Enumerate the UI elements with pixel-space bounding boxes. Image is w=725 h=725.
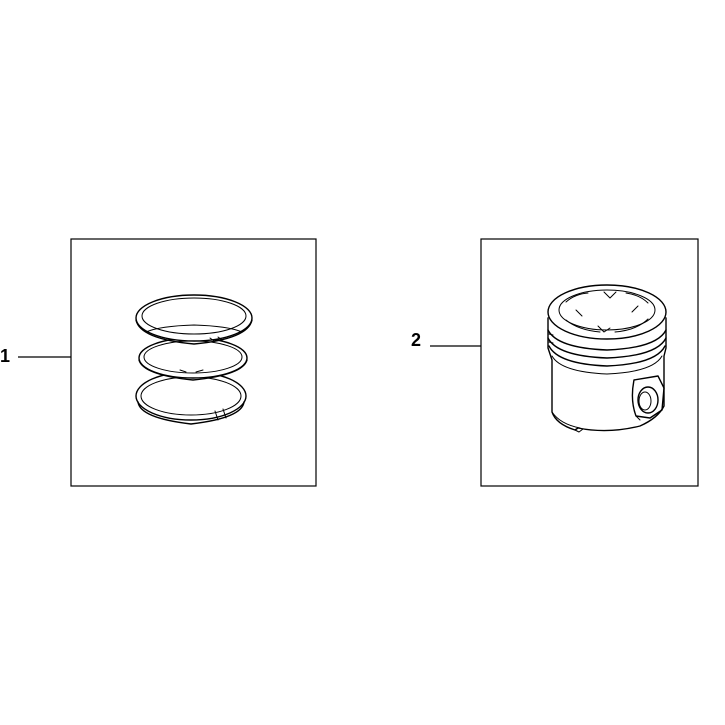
part-frame-1 (70, 238, 317, 487)
callout-label-1: 1 (0, 346, 10, 366)
part-frame-2 (480, 238, 699, 487)
piston-icon (547, 284, 667, 433)
second-ring (138, 337, 248, 381)
piston-rings-icon (135, 294, 253, 425)
part-1[interactable]: 1 (0, 238, 317, 487)
part-2[interactable]: 2 (411, 238, 699, 487)
top-ring (135, 294, 253, 345)
callout-label-2: 2 (411, 330, 421, 350)
